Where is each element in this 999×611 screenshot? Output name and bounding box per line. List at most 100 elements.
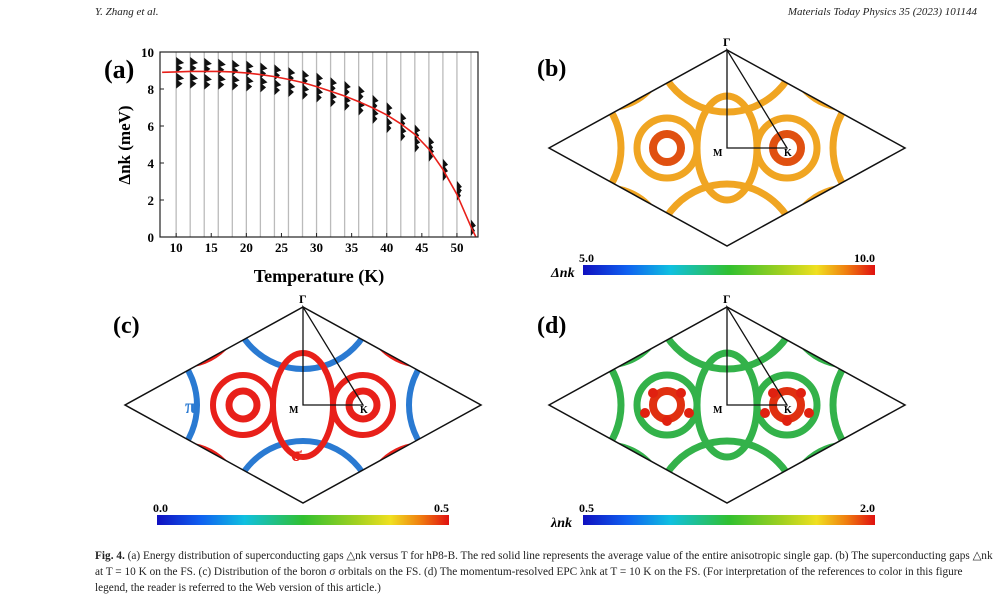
y-tick-label: 0	[148, 230, 155, 245]
gap-distribution-upper	[344, 81, 351, 97]
gap-distribution-lower	[386, 117, 393, 134]
x-tick-label: 40	[380, 240, 393, 255]
gap-distribution-lower	[232, 74, 240, 91]
gap-distribution-upper	[302, 69, 310, 86]
gap-distribution-lower	[190, 72, 199, 89]
y-tick-label: 6	[148, 119, 155, 134]
high-coupling-spot	[760, 408, 770, 418]
x-tick-label: 15	[205, 240, 219, 255]
high-symmetry-path	[302, 304, 365, 406]
fermi-sheet-pi	[406, 330, 481, 480]
gap-distribution-upper	[232, 59, 240, 76]
high-coupling-spot	[676, 388, 686, 398]
fermi-sheet-arc	[549, 50, 669, 112]
x-tick-label: 25	[275, 240, 289, 255]
x-tick-label: 10	[170, 240, 183, 255]
panel-label-b: (b)	[537, 56, 566, 82]
panel-label-c: (c)	[113, 313, 140, 339]
y-tick-label: 2	[148, 193, 155, 208]
k-point-label: K	[784, 405, 792, 416]
fermi-sheet-pi	[651, 180, 803, 246]
average-gap-line	[162, 70, 477, 238]
gap-distribution-lower	[344, 94, 351, 111]
m-point-label: M	[713, 148, 723, 159]
colorbar-min-label: 0.5	[579, 501, 594, 515]
plot-frame	[159, 51, 479, 238]
gap-distribution-lower	[372, 107, 379, 124]
fermi-sheet-arc	[549, 184, 669, 246]
y-tick-label: 4	[148, 156, 155, 171]
colorbar	[583, 265, 875, 275]
fermi-sheet-arc	[785, 50, 905, 112]
fermi-sheet-arc	[785, 184, 905, 246]
gap-distribution-upper	[176, 56, 185, 73]
high-coupling-spot	[662, 416, 672, 426]
pi-orbital-label: π	[185, 396, 196, 418]
gap-distribution-upper	[372, 94, 379, 111]
x-axis-label: Temperature (K)	[254, 266, 384, 287]
running-header-journal: Materials Today Physics 35 (2023) 101144	[787, 6, 977, 18]
gap-distribution-lower	[204, 73, 212, 90]
gap-distribution-lower	[274, 79, 282, 96]
colorbar-min-label: 0.0	[153, 501, 168, 515]
high-coupling-spot	[804, 408, 814, 418]
fermi-sheet-k-outer	[633, 371, 701, 439]
colorbar	[157, 515, 449, 525]
y-axis-label: Δnk (meV)	[115, 105, 134, 184]
x-tick-label: 20	[240, 240, 253, 255]
gap-distribution-lower	[316, 86, 324, 103]
panel-label-a: (a)	[104, 55, 134, 84]
gap-distribution-lower	[330, 91, 337, 108]
gap-distribution-upper	[330, 77, 337, 94]
gap-distribution-lower	[358, 99, 365, 116]
m-point-label: M	[713, 405, 723, 416]
high-coupling-spot	[796, 388, 806, 398]
gap-distribution-upper	[316, 72, 324, 89]
gamma-point-label: Γ	[299, 292, 307, 306]
caption-figure-number: Fig. 4.	[95, 550, 125, 562]
m-point-label: M	[289, 405, 299, 416]
fermi-sheet-k-inner	[225, 387, 261, 423]
y-tick-label: 10	[141, 45, 154, 60]
x-tick-label: 50	[450, 240, 463, 255]
gap-distribution-lower	[400, 125, 407, 142]
running-header-authors: Y. Zhang et al.	[95, 6, 159, 18]
gap-distribution-lower	[442, 165, 449, 182]
high-coupling-spot	[684, 408, 694, 418]
gamma-point-label: Γ	[723, 292, 731, 306]
gap-distribution-lower	[470, 219, 476, 236]
gap-distribution-lower	[414, 136, 421, 153]
high-coupling-spot	[640, 408, 650, 418]
gap-distribution-lower	[302, 83, 310, 100]
sigma-orbital-label: σ	[291, 444, 302, 466]
gap-distribution-lower	[176, 72, 185, 89]
brillouin-zone-boundary	[547, 49, 907, 247]
k-point-label: K	[360, 405, 368, 416]
fermi-sheet-k-inner	[649, 130, 685, 166]
colorbar	[583, 515, 875, 525]
x-tick-label: 30	[310, 240, 323, 255]
fermi-sheet-pi	[549, 329, 625, 481]
panel-label-d: (d)	[537, 313, 566, 339]
fermi-sheet-pi	[228, 438, 378, 503]
gap-distribution-lower	[260, 76, 268, 93]
fermi-sheet-k-outer	[633, 114, 701, 182]
gap-distribution-upper	[204, 57, 212, 74]
high-coupling-spot	[648, 388, 658, 398]
figure-caption: Fig. 4. (a) Energy distribution of super…	[95, 548, 995, 596]
high-symmetry-path	[726, 47, 789, 149]
high-coupling-spot	[768, 388, 778, 398]
gap-distribution-upper	[190, 56, 199, 73]
gap-distribution-lower	[218, 73, 226, 90]
fermi-sheet-k-outer	[210, 372, 276, 438]
fermi-sheet-pi	[829, 329, 905, 481]
k-point-label: K	[784, 148, 792, 159]
fermi-sheet-pi	[125, 330, 200, 480]
colorbar-max-label: 10.0	[854, 251, 875, 265]
brillouin-zone-boundary	[547, 306, 907, 504]
gap-distribution-lower	[288, 81, 296, 97]
